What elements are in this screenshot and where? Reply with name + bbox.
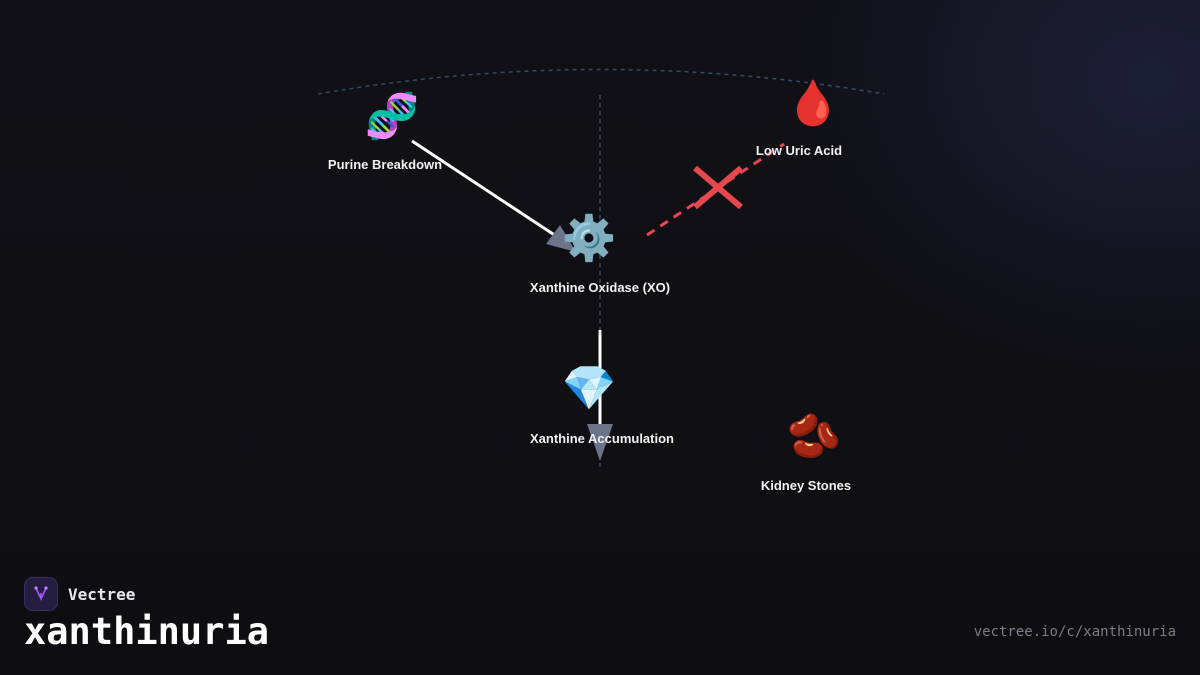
tree-branch-icon [24, 577, 58, 611]
dna-icon: 🧬 [364, 91, 420, 142]
blood-drop-icon: 🩸 [785, 78, 841, 129]
guide-arc [317, 68, 885, 95]
node-label-kidney-stones: Kidney Stones [760, 478, 852, 493]
brand: Vectree [24, 577, 135, 611]
page-url[interactable]: vectree.io/c/xanthinuria [973, 624, 1176, 640]
node-label-low-uric-acid: Low Uric Acid [755, 143, 843, 158]
arrowhead-xo-to-accumulation [587, 424, 613, 461]
gear-icon: ⚙️ [561, 213, 617, 264]
node-label-xanthine-accumulation: Xanthine Accumulation [530, 431, 674, 446]
brand-name: Vectree [68, 584, 136, 604]
beans-icon: 🫘 [786, 411, 842, 462]
node-label-xanthine-oxidase: Xanthine Oxidase (XO) [529, 280, 671, 295]
gem-icon: 💎 [561, 363, 617, 414]
arrow-purine-to-xo [411, 139, 557, 238]
page-title: xanthinuria [24, 610, 270, 653]
blocked-x-icon [693, 165, 743, 210]
arrowhead-purine-to-xo [546, 225, 576, 252]
node-label-purine-breakdown: Purine Breakdown [327, 157, 443, 172]
